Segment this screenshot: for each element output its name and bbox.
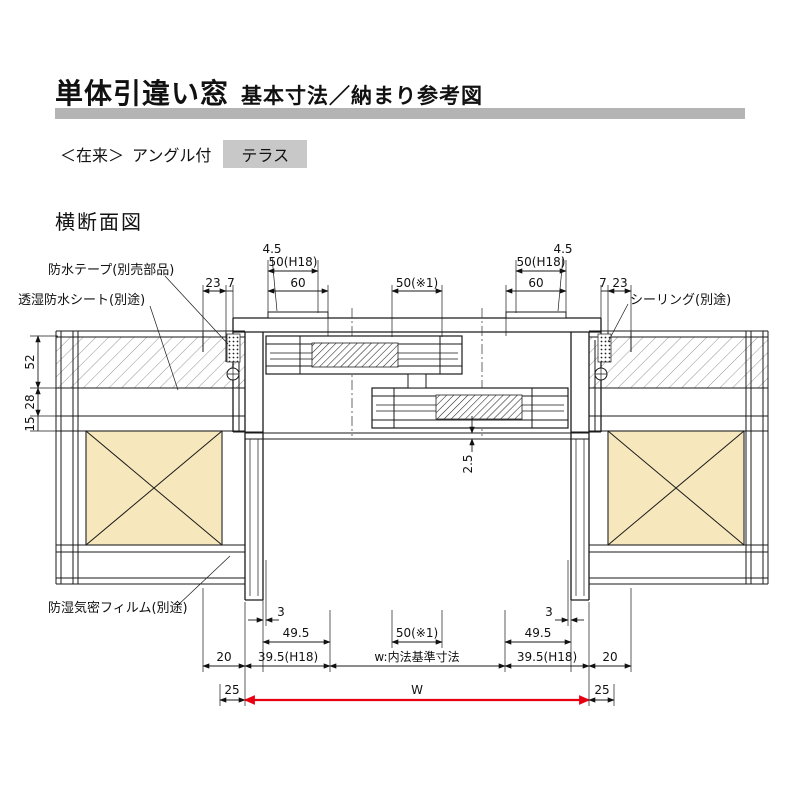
wall-left-cladding-hatch	[56, 337, 245, 388]
moisture-sheet-label: 透湿防水シート(別途)	[18, 292, 145, 308]
leader-4-5-left	[271, 256, 278, 312]
frame-flange-left	[267, 311, 329, 319]
dim-4-5-right-label: 4.5	[553, 242, 572, 256]
page-header: 単体引違い窓 基本寸法／納まり参考図	[55, 72, 483, 112]
dim-60-right-label: 60	[528, 276, 543, 290]
casing-left	[244, 332, 264, 601]
dim-50-center-top-label: 50(※1)	[396, 276, 438, 290]
terrace-badge: テラス	[223, 140, 308, 168]
wall-right	[589, 330, 769, 585]
dim-50-center-bottom-label: 50(※1)	[396, 626, 438, 640]
dim-39-5-left-label: 39.5(H18)	[258, 650, 318, 664]
sealing-label: シーリング(別途)	[630, 292, 731, 308]
dim-20-right-label: 20	[602, 650, 617, 664]
fastener-right-cross	[595, 368, 607, 380]
dim-52-label: 52	[23, 354, 37, 369]
dim-28-label: 28	[23, 394, 37, 409]
dim-60-left-label: 60	[290, 276, 305, 290]
variant-row: ＜在来＞ アングル付 テラス	[60, 140, 308, 168]
page-title: 単体引違い窓	[55, 78, 230, 109]
dim-3-left-label: 3	[277, 605, 285, 619]
meeting-stile-interlock	[407, 373, 427, 389]
dim-23-left-label: 23	[205, 276, 220, 290]
leader-moisture-sheet	[149, 305, 179, 391]
section-title: 横断面図	[55, 212, 143, 234]
wall-left-edge-lines	[202, 332, 227, 362]
extension-lines	[30, 260, 632, 706]
page-title-sub: 基本寸法／納まり参考図	[241, 85, 484, 108]
angle-type-label: アングル付	[132, 148, 212, 165]
dim-7-right-label: 7	[599, 276, 607, 290]
dim-7-left-label: 7	[227, 276, 235, 290]
dim-25-left-label: 25	[224, 683, 239, 697]
dim-4-5-left-label: 4.5	[262, 242, 281, 256]
leader-moisture-film	[176, 555, 231, 607]
dim-50h18-left-label: 50(H18)	[269, 255, 318, 269]
extension-lines-left	[30, 335, 58, 432]
wall-left-wood-stud-cross	[85, 430, 223, 546]
wall-left-break-band	[55, 331, 79, 584]
wall-right-break-band	[745, 331, 769, 584]
leader-4-5-right	[557, 256, 564, 312]
sash-exterior-glazing-section	[311, 342, 399, 368]
wall-right-wood-stud-cross	[607, 430, 745, 546]
dim-25-right-label: 25	[594, 683, 609, 697]
fastener-left-cross	[227, 368, 239, 380]
sash-interior-glazing-section	[435, 394, 523, 420]
dim-50h18-right-label: 50(H18)	[517, 255, 566, 269]
series-label: ＜在来＞	[60, 148, 125, 165]
dim-23-right-label: 23	[612, 276, 627, 290]
leader-lines	[149, 256, 629, 607]
dimension-labels: 4.5 4.5 50(H18) 50(H18) 23 7 60 50(※1) 6…	[23, 242, 628, 697]
dim-2-5-label: 2.5	[461, 454, 475, 473]
leader-waterproof-tape	[164, 275, 229, 345]
sash-exterior	[265, 335, 463, 375]
window-frame	[226, 308, 612, 601]
dimension-lines	[35, 268, 632, 705]
casing-left-detail	[249, 439, 259, 596]
title-underline-bar	[55, 108, 745, 119]
moisture-film-label: 防湿気密フィルム(別途)	[48, 600, 188, 616]
waterproof-tape-label: 防水テープ(別売部品)	[48, 262, 174, 278]
extension-lines-top	[202, 260, 632, 337]
dim-20-left-label: 20	[216, 650, 231, 664]
wall-right-cladding-hatch	[589, 337, 768, 388]
dim-49-5-left-label: 49.5	[283, 626, 310, 640]
leader-sealing	[607, 303, 629, 343]
dim-w-label: W	[411, 683, 423, 697]
dim-39-5-right-label: 39.5(H18)	[517, 650, 577, 664]
dim-3-right-label: 3	[545, 605, 553, 619]
waterproof-tape-section	[226, 333, 241, 363]
frame-head-lines	[232, 317, 602, 432]
cross-section-drawing: 4.5 4.5 50(H18) 50(H18) 23 7 60 50(※1) 6…	[18, 242, 769, 706]
extension-lines-bottom	[202, 560, 632, 706]
casing-right-detail	[575, 439, 585, 596]
sash-interior	[371, 373, 569, 429]
w-inner-note-label: w:内法基準寸法	[374, 649, 459, 664]
dim-49-5-right-label: 49.5	[525, 626, 552, 640]
dim-15-label: 15	[23, 416, 37, 431]
frame-interior-face	[245, 432, 589, 440]
sealing-section	[597, 333, 612, 363]
frame-inner-verticals	[233, 340, 601, 433]
casing-right	[570, 332, 590, 601]
annotation-labels: 防水テープ(別売部品) 透湿防水シート(別途) シーリング(別途) 防湿気密フィ…	[18, 262, 731, 616]
frame-flange-right	[505, 311, 567, 319]
wall-left	[55, 330, 245, 585]
